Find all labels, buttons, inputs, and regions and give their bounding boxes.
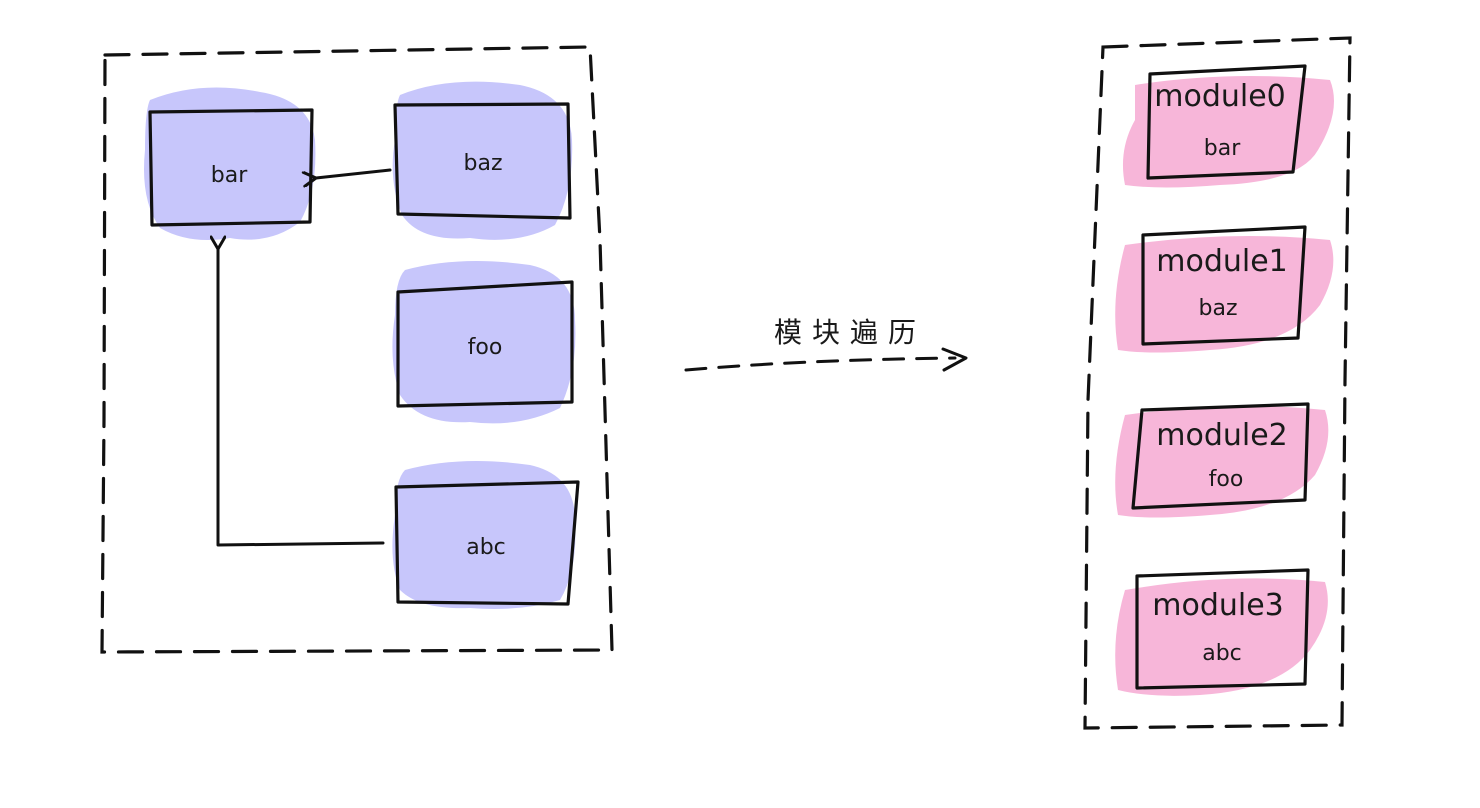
module-title-3: module3 bbox=[1152, 588, 1284, 623]
node-label-abc: abc bbox=[466, 535, 506, 560]
module-list-panel: module0 bar module1 baz module2 foo modu… bbox=[1083, 36, 1352, 730]
module-card-0: module0 bar bbox=[1122, 64, 1334, 188]
module-list-border bbox=[1083, 36, 1352, 730]
module-name-1: baz bbox=[1199, 296, 1238, 321]
node-label-foo: foo bbox=[468, 335, 503, 360]
node-bar: bar bbox=[144, 87, 316, 241]
module-card-1: module1 baz bbox=[1115, 225, 1334, 353]
node-abc: abc bbox=[392, 461, 580, 609]
module-title-1: module1 bbox=[1156, 244, 1288, 279]
module-name-2: foo bbox=[1209, 467, 1244, 492]
module-name-3: abc bbox=[1202, 641, 1242, 666]
edge-baz-to-bar bbox=[316, 168, 392, 178]
node-foo: foo bbox=[392, 261, 576, 424]
transition-arrowhead bbox=[941, 347, 968, 372]
node-label-bar: bar bbox=[211, 163, 248, 188]
transition-label: 模块遍历 bbox=[774, 316, 926, 349]
module-card-3: module3 abc bbox=[1115, 568, 1328, 696]
module-name-0: bar bbox=[1204, 136, 1241, 161]
node-label-baz: baz bbox=[464, 151, 503, 176]
edge-abc-to-bar bbox=[218, 249, 385, 547]
transition-dashed-line bbox=[684, 356, 957, 372]
node-baz: baz bbox=[392, 81, 573, 240]
module-card-2: module2 foo bbox=[1115, 402, 1329, 518]
module-graph-panel: bar baz foo abc bbox=[100, 45, 614, 654]
transition-arrow: 模块遍历 bbox=[684, 316, 968, 372]
module-graph-border bbox=[100, 45, 614, 654]
module-title-2: module2 bbox=[1156, 418, 1288, 453]
module-title-0: module0 bbox=[1154, 79, 1286, 114]
